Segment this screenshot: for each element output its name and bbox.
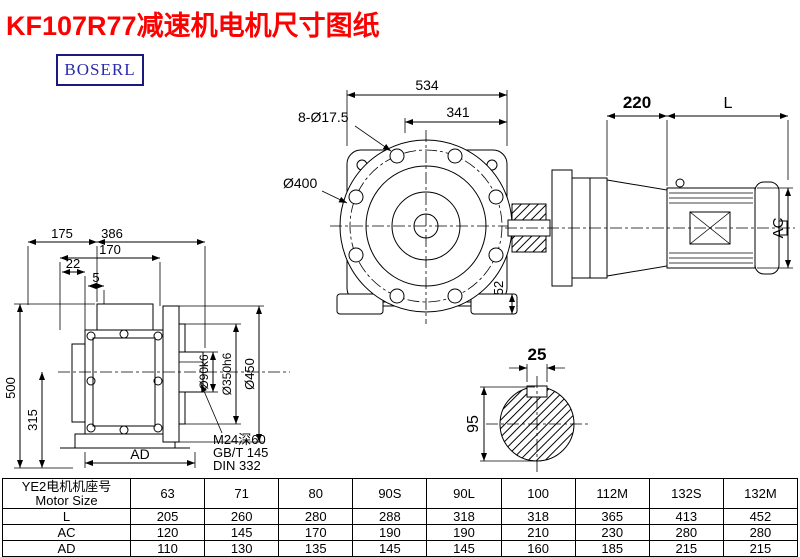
- table-header-row: YE2电机机座号 Motor Size 63 71 80 90S 90L 100…: [2, 478, 799, 509]
- col-header: 112M: [574, 478, 650, 509]
- dim-52: 52: [491, 281, 506, 295]
- table-cell: 280: [278, 508, 354, 525]
- table-cell: 185: [574, 540, 650, 557]
- header-motor-size-cn: YE2电机机座号: [21, 478, 112, 494]
- col-header: 132M: [722, 478, 799, 509]
- technical-drawing: 534 341 8-Ø17.5 Ø400 52: [3, 77, 795, 473]
- col-header: 132S: [648, 478, 724, 509]
- table-cell: 190: [426, 524, 502, 541]
- table-row-L: L 205 260 280 288 318 318 365 413 452: [2, 508, 799, 525]
- dim-flange-dia: Ø400: [283, 175, 317, 191]
- dim-500: 500: [3, 377, 18, 399]
- table-cell: 215: [722, 540, 799, 557]
- page-title: KF107R77减速机电机尺寸图纸: [6, 11, 380, 41]
- front-view: 534 341 8-Ø17.5 Ø400 52: [283, 77, 522, 324]
- table-cell: 413: [648, 508, 724, 525]
- motor-dimension-table: YE2电机机座号 Motor Size 63 71 80 90S 90L 100…: [2, 478, 799, 557]
- table-cell: 110: [129, 540, 206, 557]
- dim-315: 315: [25, 409, 40, 431]
- row-label: AD: [2, 540, 131, 557]
- dim-flange-od: Ø450: [242, 358, 257, 390]
- boserl-logo: BOSERL: [56, 54, 144, 86]
- left-view: Ø90k6 Ø350h6 Ø450 175 386 170 22 5 500 3…: [3, 226, 290, 473]
- table-cell: 145: [352, 540, 428, 557]
- dim-95: 95: [465, 415, 482, 433]
- table-cell: 210: [500, 524, 576, 541]
- header-motor-size: YE2电机机座号 Motor Size: [2, 478, 131, 509]
- table-row-AD: AD 110 130 135 145 145 160 185 215 215: [2, 540, 799, 557]
- dim-AD: AD: [130, 446, 149, 462]
- col-header: 100: [500, 478, 576, 509]
- dim-shaft-dia: Ø90k6: [197, 354, 211, 390]
- note-tap: M24深60: [213, 432, 266, 447]
- col-header: 71: [204, 478, 280, 509]
- table-cell: 170: [278, 524, 354, 541]
- dim-L: L: [724, 95, 733, 112]
- dim-25: 25: [528, 345, 547, 364]
- table-cell: 280: [722, 524, 799, 541]
- table-row-AC: AC 120 145 170 190 190 210 230 280 280: [2, 524, 799, 541]
- row-label: L: [2, 508, 131, 525]
- dim-bolt-holes: 8-Ø17.5: [298, 109, 349, 125]
- table-cell: 280: [648, 524, 724, 541]
- note-din332: DIN 332: [213, 458, 261, 473]
- dim-220: 220: [623, 93, 651, 112]
- header-motor-size-en: Motor Size: [35, 492, 98, 508]
- dim-386: 386: [101, 226, 123, 241]
- dim-AC: AC: [770, 217, 787, 238]
- table-cell: 120: [129, 524, 206, 541]
- dim-spigot-dia: Ø350h6: [220, 352, 234, 395]
- logo-text: BOSERL: [64, 60, 136, 79]
- col-header: 80: [278, 478, 354, 509]
- table-cell: 215: [648, 540, 724, 557]
- table-cell: 452: [722, 508, 799, 525]
- side-view-motor: 220 L AC: [505, 93, 795, 287]
- table-cell: 318: [426, 508, 502, 525]
- dim-22: 22: [66, 256, 80, 271]
- dim-341: 341: [446, 104, 470, 120]
- table-cell: 160: [500, 540, 576, 557]
- col-header: 90S: [352, 478, 428, 509]
- table-cell: 205: [129, 508, 206, 525]
- table-cell: 145: [204, 524, 280, 541]
- dim-170: 170: [99, 242, 121, 257]
- dim-5: 5: [92, 270, 99, 285]
- col-header: 63: [129, 478, 206, 509]
- col-header: 90L: [426, 478, 502, 509]
- shaft-section-view: 25 95: [465, 345, 588, 472]
- row-label: AC: [2, 524, 131, 541]
- table-cell: 230: [574, 524, 650, 541]
- table-cell: 365: [574, 508, 650, 525]
- note-gbt145: GB/T 145: [213, 445, 268, 460]
- table-cell: 130: [204, 540, 280, 557]
- dim-175: 175: [51, 226, 73, 241]
- dim-534: 534: [415, 77, 439, 93]
- table-cell: 318: [500, 508, 576, 525]
- table-cell: 260: [204, 508, 280, 525]
- table-cell: 190: [352, 524, 428, 541]
- table-cell: 288: [352, 508, 428, 525]
- table-cell: 135: [278, 540, 354, 557]
- table-cell: 145: [426, 540, 502, 557]
